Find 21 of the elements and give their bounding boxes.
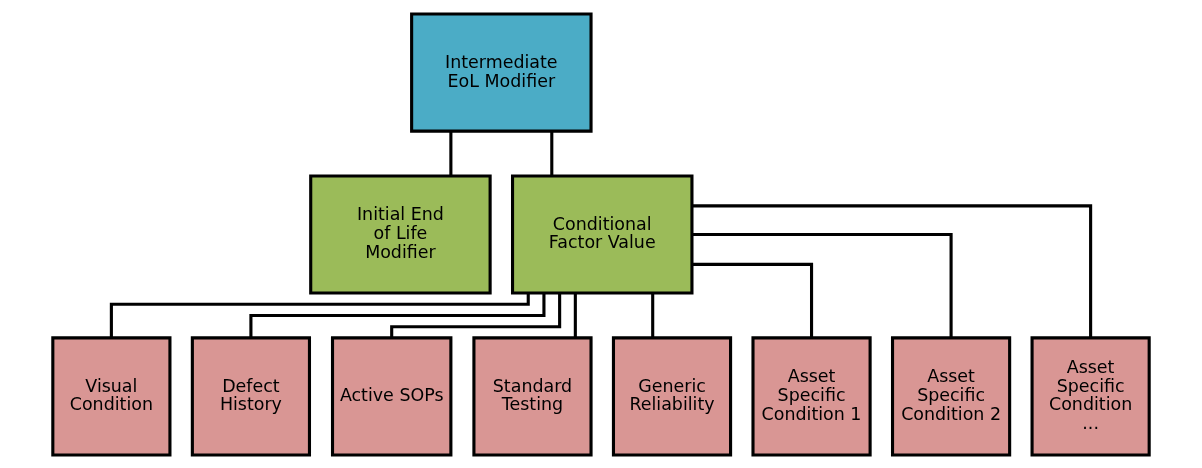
connector: [692, 232, 953, 338]
connector: [390, 292, 562, 338]
node-box: Asset Specific Condition 1: [751, 335, 872, 457]
node-box: Defect History: [190, 335, 312, 457]
node-box: Standard Testing: [472, 335, 593, 457]
node-box: Initial End of Life Modifier: [309, 173, 492, 295]
connector: [550, 130, 554, 176]
connector: [692, 262, 814, 338]
node-box: Asset Specific Condition 2: [890, 335, 1012, 457]
connector: [651, 292, 655, 338]
node-box: Active SOPs: [330, 335, 453, 457]
connector: [249, 292, 546, 338]
connector: [692, 203, 1093, 338]
node-box: Asset Specific Condition ...: [1030, 335, 1151, 457]
connector: [573, 292, 577, 338]
node-box: Generic Reliability: [611, 335, 733, 457]
node-box: Intermediate EoL Modifier: [410, 11, 593, 133]
node-box: Conditional Factor Value: [511, 173, 694, 295]
node-box: Visual Condition: [51, 335, 172, 457]
connector: [449, 130, 453, 176]
connector: [109, 292, 530, 338]
